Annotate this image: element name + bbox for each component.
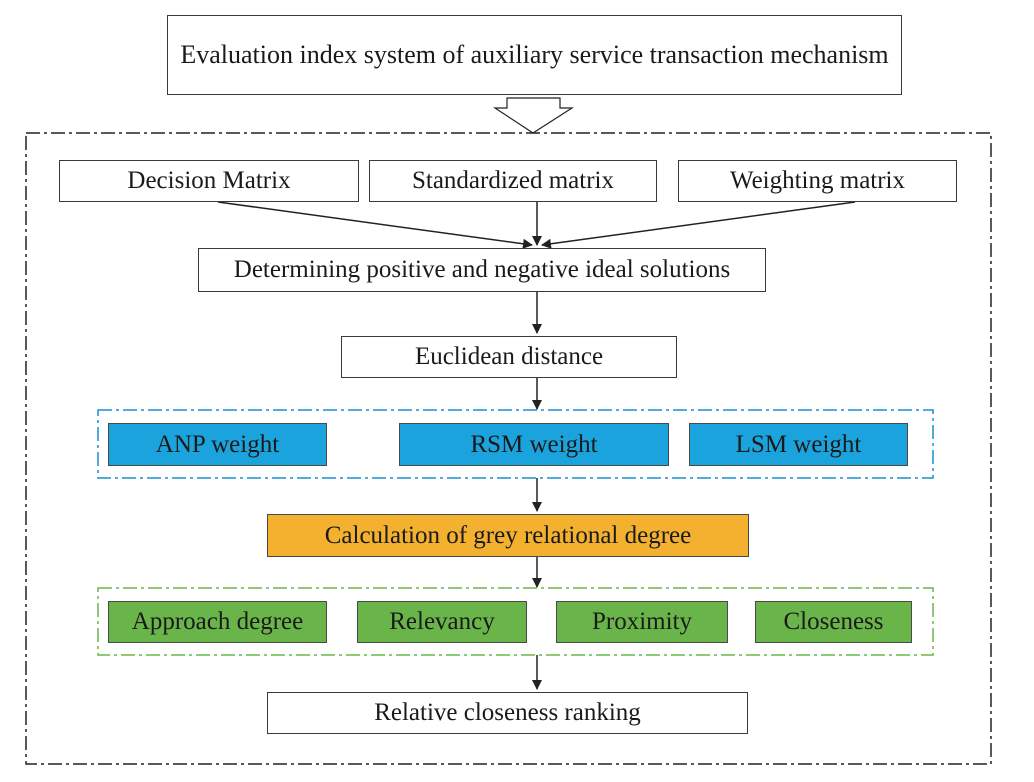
hollow-down-arrow [492, 97, 575, 134]
euclidean-distance-box: Euclidean distance [341, 336, 677, 378]
measures-group-frame [97, 587, 934, 656]
grey-relational-box: Calculation of grey relational degree [267, 514, 749, 557]
decision-matrix-box: Decision Matrix [59, 160, 359, 202]
closeness-box: Closeness [755, 601, 912, 643]
standardized-matrix-box: Standardized matrix [369, 160, 657, 202]
ranking-box: Relative closeness ranking [267, 692, 748, 734]
arrow-decision-to-ideal [217, 201, 533, 249]
outer-frame [25, 132, 992, 765]
approach-degree-box: Approach degree [108, 601, 327, 643]
title-box: Evaluation index system of auxiliary ser… [167, 15, 902, 95]
weighting-matrix-box: Weighting matrix [678, 160, 957, 202]
ideal-solutions-box: Determining positive and negative ideal … [198, 248, 766, 292]
arrow-weighting-to-ideal [541, 201, 856, 249]
relevancy-box: Relevancy [357, 601, 527, 643]
proximity-box: Proximity [556, 601, 728, 643]
lsm-weight-box: LSM weight [689, 423, 908, 466]
anp-weight-box: ANP weight [108, 423, 327, 466]
rsm-weight-box: RSM weight [399, 423, 669, 466]
weights-group-frame [97, 409, 934, 479]
